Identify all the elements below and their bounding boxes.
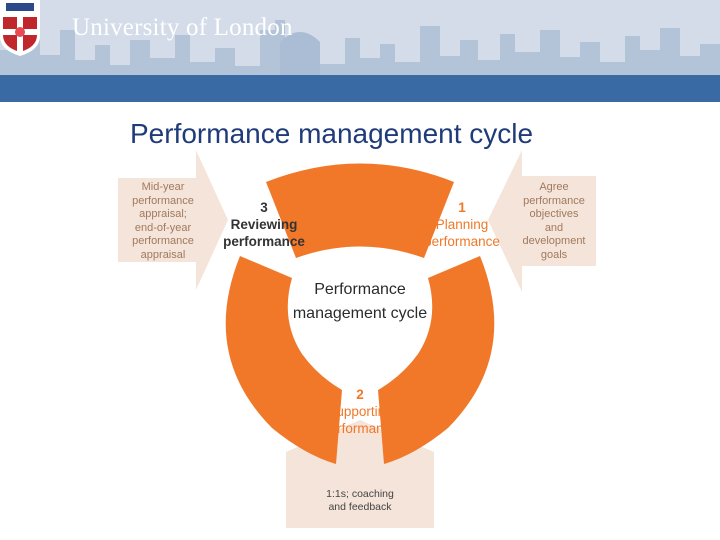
bottom-note-line: 1:1s; coaching: [326, 488, 394, 500]
ring-segment-right: [378, 256, 495, 464]
header-banner: University of London: [0, 0, 720, 102]
stage-3-label: 3 Reviewing performance: [215, 199, 313, 250]
right-note-line: Agree: [539, 181, 569, 193]
stage-3-title: performance: [223, 234, 305, 249]
left-note-line: performance: [132, 194, 194, 207]
stage-1-title: Planning: [435, 217, 489, 232]
stage-2-title: Supporting: [327, 404, 393, 419]
bottom-note-line: and feedback: [328, 501, 392, 513]
page-title: Performance management cycle: [130, 118, 534, 149]
university-name: University of London: [72, 14, 293, 41]
center-label-line: Performance: [314, 281, 406, 298]
right-note-line: and: [544, 221, 564, 234]
left-note-line: end-of-year: [134, 221, 192, 234]
right-note-line: goals: [540, 248, 568, 261]
left-note-line: Mid-year: [141, 181, 185, 193]
ring-segment-left: [225, 256, 342, 464]
university-crest-logo: [0, 0, 40, 56]
stage-1-number: 1: [458, 200, 466, 215]
left-arrow-shape: [118, 150, 228, 290]
stage-1-title: performance: [424, 234, 500, 249]
right-note: Agree performance objectives and develop…: [516, 181, 592, 262]
stage-1-label: 1 Planning performance: [412, 199, 512, 250]
city-skyline-graphic: [0, 0, 720, 102]
left-note-line: performance: [132, 235, 194, 247]
center-label-line: management cycle: [292, 305, 428, 322]
stage-2-label: 2 Supporting performance: [308, 386, 412, 437]
left-note-line: appraisal: [140, 248, 186, 261]
right-note-line: objectives: [529, 208, 579, 220]
right-arrow-shape: [488, 150, 596, 292]
stage-2-title: performance: [322, 421, 398, 436]
center-label: Performance management cycle: [270, 278, 450, 326]
right-note-line: development: [522, 235, 586, 247]
stage-3-number: 3: [260, 200, 268, 215]
left-note: Mid-year performance appraisal; end-of-y…: [126, 181, 200, 262]
ring-segment-top: [266, 163, 454, 258]
stage-2-number: 2: [356, 387, 364, 402]
bottom-note: 1:1s; coaching and feedback: [310, 488, 410, 514]
stage-3-title: Reviewing: [230, 217, 298, 232]
right-note-line: performance: [523, 194, 585, 207]
left-note-line: appraisal;: [139, 208, 187, 220]
